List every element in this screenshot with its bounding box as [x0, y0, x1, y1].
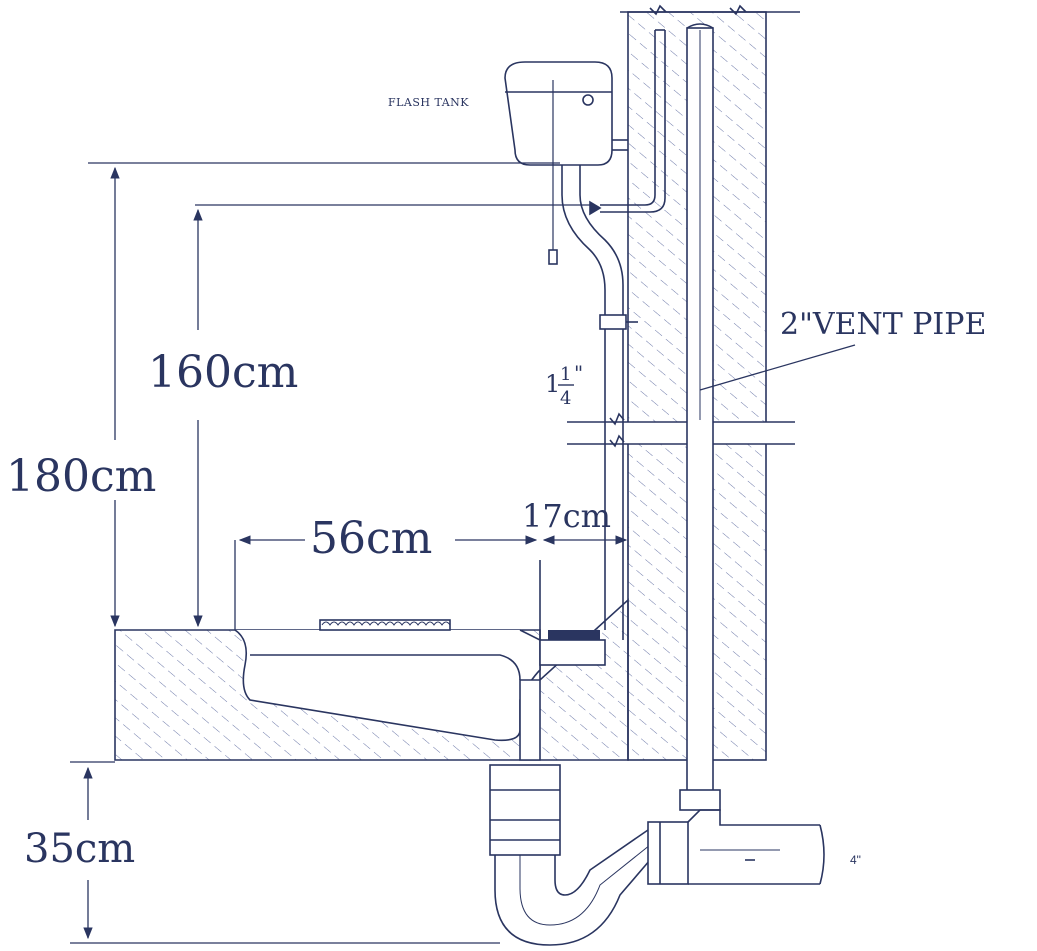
supply-pipe [589, 29, 666, 216]
dim-pan-length: 56cm [310, 513, 432, 564]
pipe-size-denominator: 4 [560, 388, 571, 409]
dim-wall-offset: 17cm [522, 497, 611, 535]
flush-pipe [561, 165, 638, 640]
dim-trap-depth: 35cm [24, 826, 135, 872]
flash-tank-label: FLASH TANK [388, 96, 469, 109]
p-trap [489, 764, 825, 946]
pipe-size-label: 1 1 4 " [545, 361, 583, 409]
pipe-size-numerator: 1 [560, 364, 571, 385]
pipe-size-inch: " [574, 361, 583, 385]
wc-pan [234, 560, 606, 761]
pipe-size-whole: 1 [545, 370, 560, 398]
flash-tank [504, 61, 628, 265]
vent-pipe [679, 23, 721, 811]
dimension-lines [70, 162, 856, 944]
drain-size-label: 4" [850, 853, 861, 867]
dim-inlet-height: 160cm [148, 347, 298, 398]
vent-pipe-label: 2"VENT PIPE [780, 307, 986, 342]
dim-tank-height: 180cm [6, 451, 156, 502]
